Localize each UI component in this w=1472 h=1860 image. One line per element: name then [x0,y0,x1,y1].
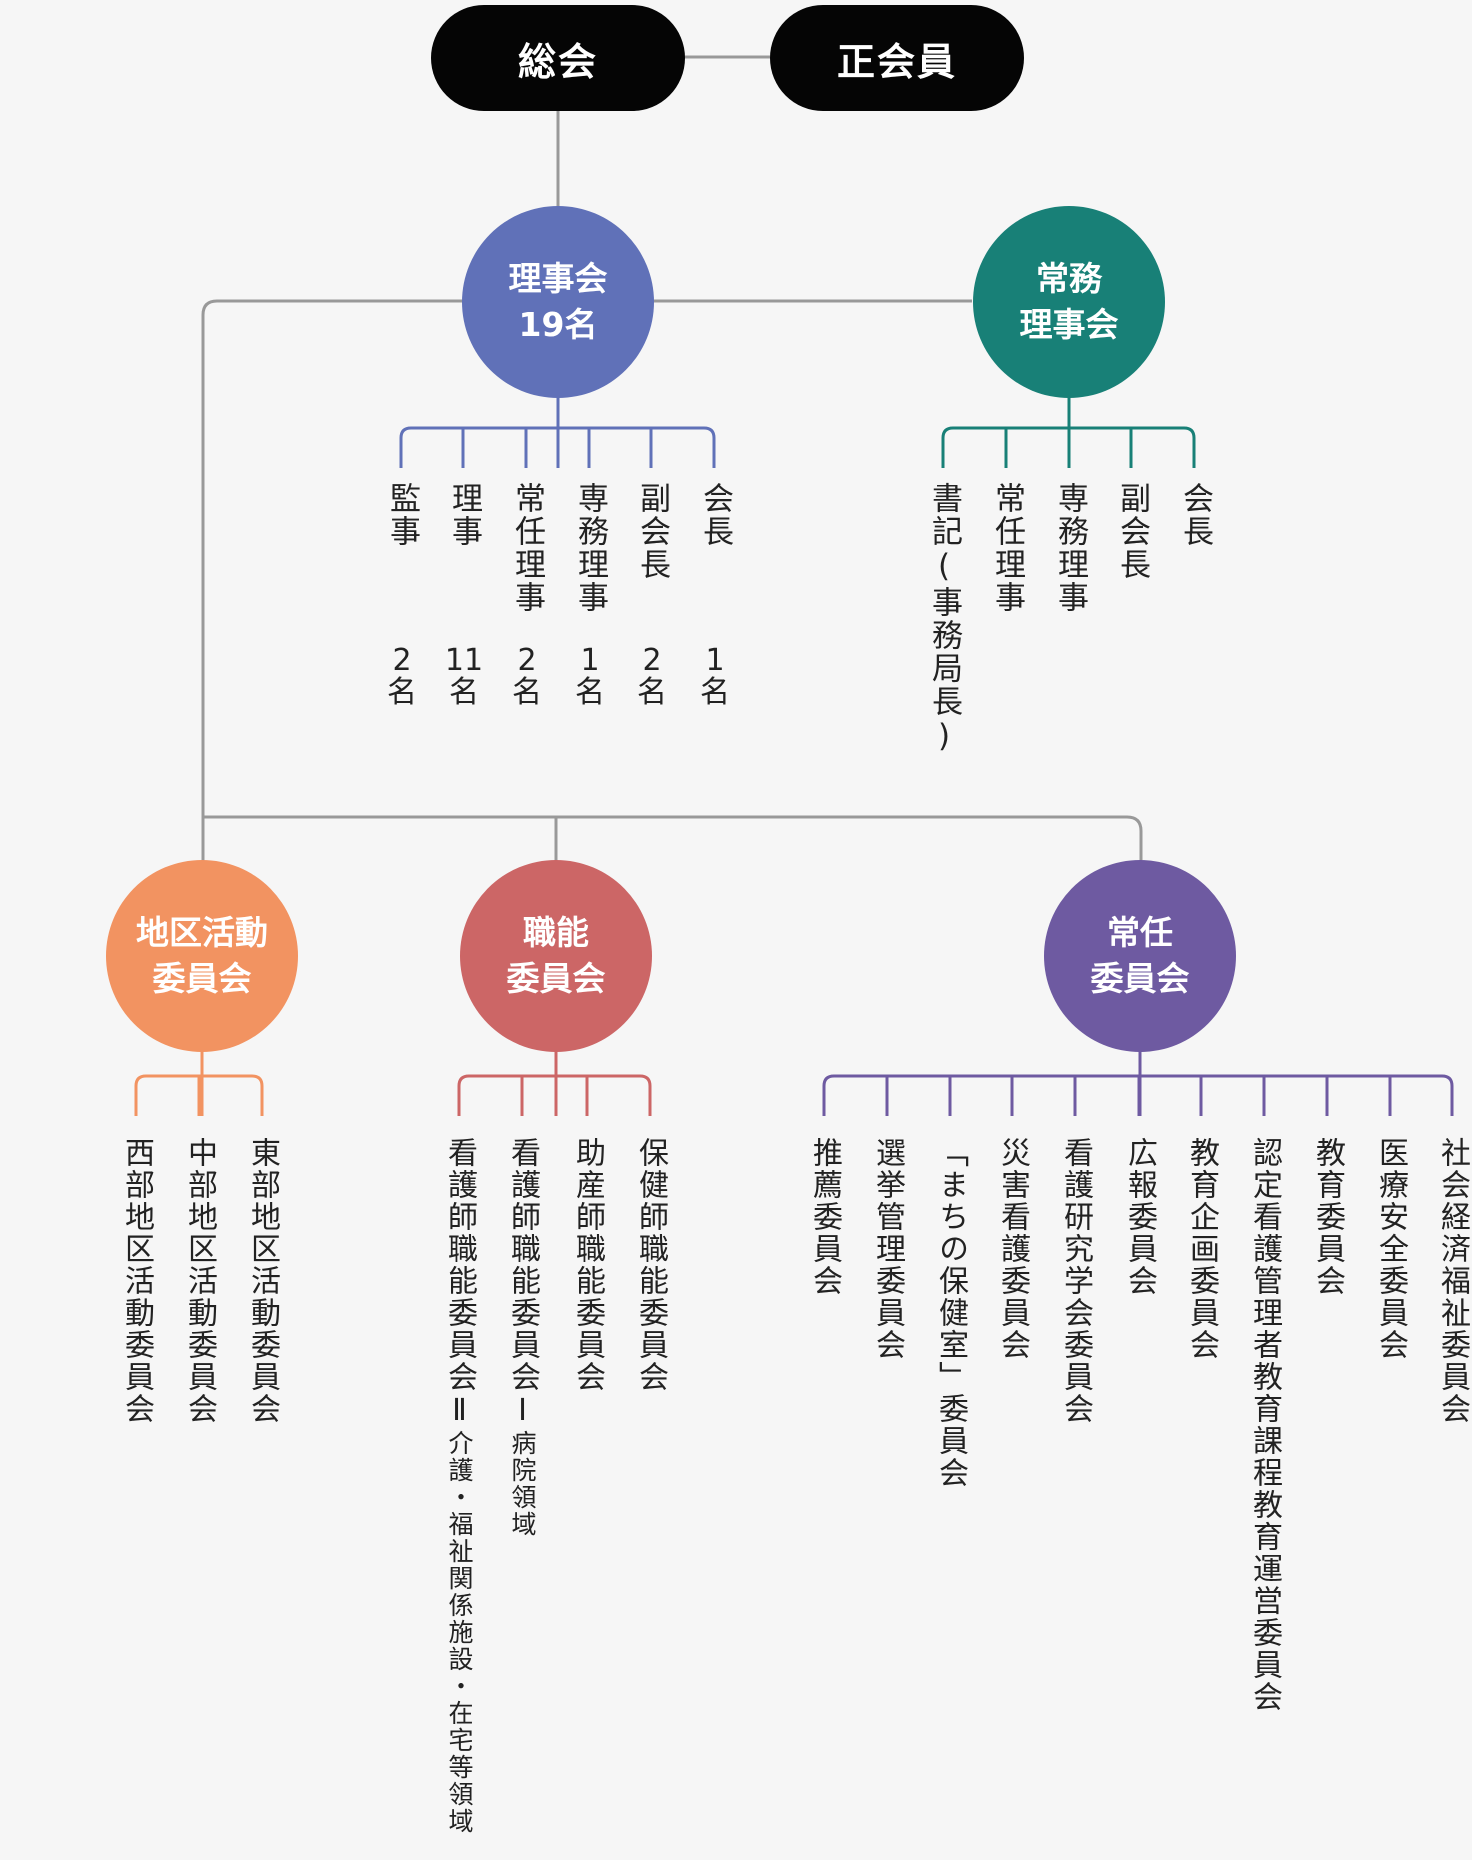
jomu-role: 専務理事 [1052,482,1088,614]
jomu-label-2: 理事会 [1019,305,1119,344]
joni-committee: 推薦委員会 [807,1137,842,1297]
seikaiin-node: 正会員 [770,5,1024,111]
shokuno-committee: 看護師職能委員会Ⅱ介護・福祉関係施設・在宅等領域 [442,1137,477,1835]
rijikai-bracket [399,426,716,468]
jomu-role: 副会長 [1114,482,1150,581]
rijikai-role: 理事 [446,482,482,548]
chiku-committee: 中部地区活動委員会 [182,1137,217,1425]
rijikai-role: 専務理事 [572,482,608,614]
joni-committee: 広報委員会 [1122,1137,1157,1297]
rijikai-role: 会長 [697,482,733,548]
chiku-committee: 西部地区活動委員会 [119,1137,154,1425]
shokuno-bracket [457,1074,652,1116]
chiku-label-1: 地区活動 [136,912,268,952]
shokuno-committee: 保健師職能委員会 [633,1137,668,1393]
joni-committee: 「まちの保健室」委員会 [933,1137,968,1489]
rijikai-node: 理事会 19名 [462,206,654,398]
sokai-node: 総会 [431,5,685,111]
connector-trunk [201,299,464,863]
seikaiin-label: 正会員 [836,39,957,84]
shokuno-label-2: 委員会 [506,959,606,998]
joni-label-2: 委員会 [1090,959,1190,998]
jomu-role: 書記(事務局長) [926,482,962,756]
connector-committees [203,815,1143,863]
joni-label-1: 常任 [1107,912,1173,952]
joni-committee: 社会経済福祉委員会 [1435,1137,1470,1425]
chiku-committee: 東部地区活動委員会 [245,1137,280,1425]
joni-committee: 災害看護委員会 [995,1137,1030,1361]
shokuno-label-1: 職能 [523,912,589,952]
joni-committee: 看護研究学会委員会 [1058,1137,1093,1425]
rijikai-role: 監事 [384,482,420,548]
joni-committee: 教育委員会 [1310,1137,1345,1297]
sokai-label: 総会 [517,39,598,84]
rijikai-role: 副会長 [634,482,670,581]
chiku-label-2: 委員会 [152,959,252,998]
rijikai-label: 理事会 [508,258,608,298]
joni-committee: 医療安全委員会 [1373,1137,1408,1361]
rijikai-count: 19名 [518,305,598,344]
shokuno-committee: 助産師職能委員会 [570,1137,605,1393]
shokuno-committee: 看護師職能委員会Ⅰ病院領域 [505,1137,540,1538]
jomu-label-1: 常務 [1036,258,1102,298]
jomu-node: 常務 理事会 [973,206,1165,398]
jomu-role: 常任理事 [989,482,1025,614]
joni-committee: 認定看護管理者教育課程教育運営委員会 [1247,1137,1282,1713]
joni-committee: 選挙管理委員会 [870,1137,905,1361]
jomu-role: 会長 [1177,482,1213,548]
chiku-node: 地区活動 委員会 [106,860,298,1052]
joni-committee: 教育企画委員会 [1184,1137,1219,1361]
shokuno-node: 職能 委員会 [460,860,652,1052]
joni-node: 常任 委員会 [1044,860,1236,1052]
rijikai-role: 常任理事 [509,482,545,614]
